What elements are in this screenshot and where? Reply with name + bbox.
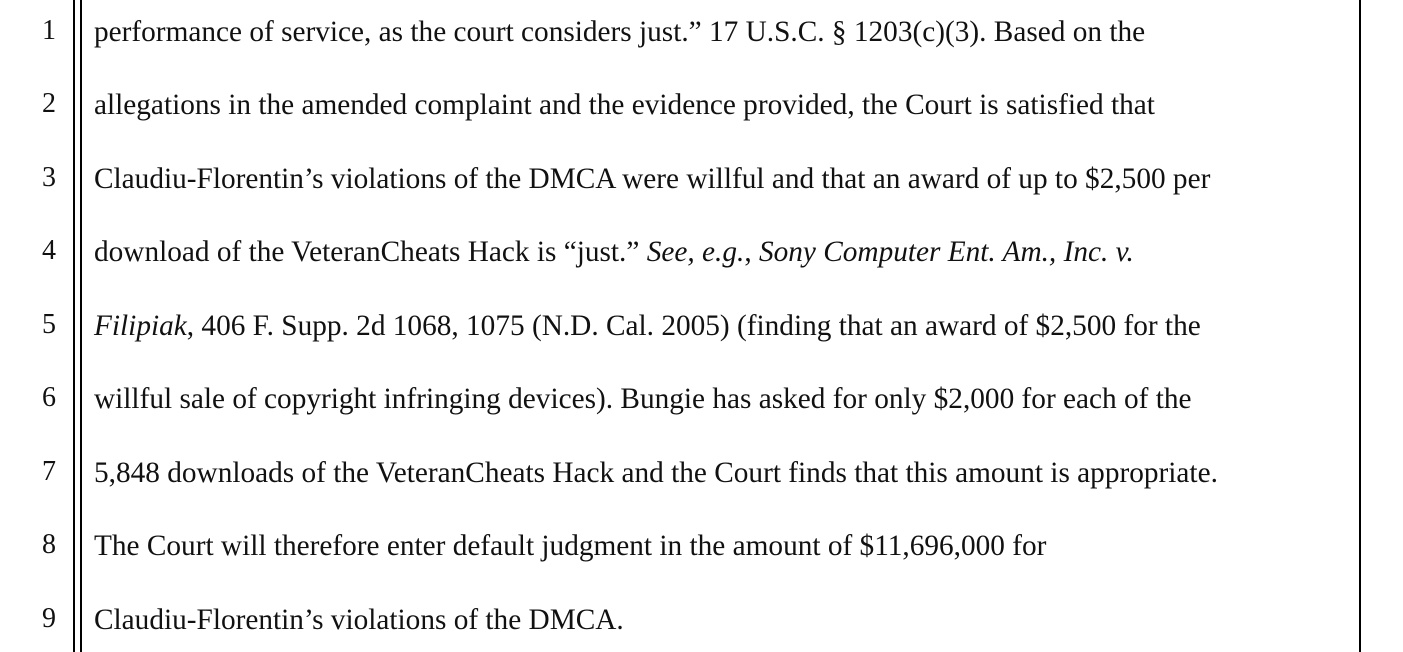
text-line: allegations in the amended complaint and…: [94, 89, 1155, 121]
text-segment: Claudiu-Florentin’s violations of the DM…: [94, 604, 624, 636]
case-name: Sony Computer Ent. Am., Inc. v.: [758, 236, 1134, 268]
text-segment: The Court will therefore enter default j…: [94, 530, 1047, 562]
citation-signal: See, e.g.: [646, 236, 745, 268]
text-segment: willful sale of copyright infringing dev…: [94, 383, 1192, 415]
line-number: 6: [42, 382, 56, 413]
text-line: performance of service, as the court con…: [94, 16, 1145, 48]
left-margin-rule-outer: [73, 0, 75, 652]
text-segment: allegations in the amended complaint and…: [94, 89, 1155, 121]
text-segment: download of the VeteranCheats Hack is “j…: [94, 236, 647, 268]
text-line: Filipiak, 406 F. Supp. 2d 1068, 1075 (N.…: [94, 310, 1201, 342]
case-name: Filipiak: [94, 310, 187, 342]
line-number: 8: [42, 529, 56, 560]
line-number: 9: [42, 603, 56, 634]
text-line: 5,848 downloads of the VeteranCheats Hac…: [94, 457, 1218, 489]
line-number: 1: [42, 15, 56, 46]
line-number: 3: [42, 162, 56, 193]
left-margin-rule-inner: [80, 0, 82, 652]
text-segment: , 406 F. Supp. 2d 1068, 1075 (N.D. Cal. …: [186, 310, 1201, 342]
text-line: Claudiu-Florentin’s violations of the DM…: [94, 604, 624, 636]
text-segment: performance of service, as the court con…: [94, 16, 1146, 48]
line-number: 2: [42, 88, 56, 119]
text-segment: Claudiu-Florentin’s violations of the DM…: [94, 163, 1211, 195]
text-line: download of the VeteranCheats Hack is “j…: [94, 236, 1134, 268]
text-line: The Court will therefore enter default j…: [94, 530, 1046, 562]
text-line: willful sale of copyright infringing dev…: [94, 383, 1192, 415]
text-line: Claudiu-Florentin’s violations of the DM…: [94, 163, 1210, 195]
right-margin-rule: [1359, 0, 1361, 652]
text-segment: 5,848 downloads of the VeteranCheats Hac…: [94, 457, 1218, 489]
line-number: 5: [42, 309, 56, 340]
line-number: 7: [42, 456, 56, 487]
line-number: 4: [42, 235, 56, 266]
text-segment: ,: [744, 236, 759, 268]
